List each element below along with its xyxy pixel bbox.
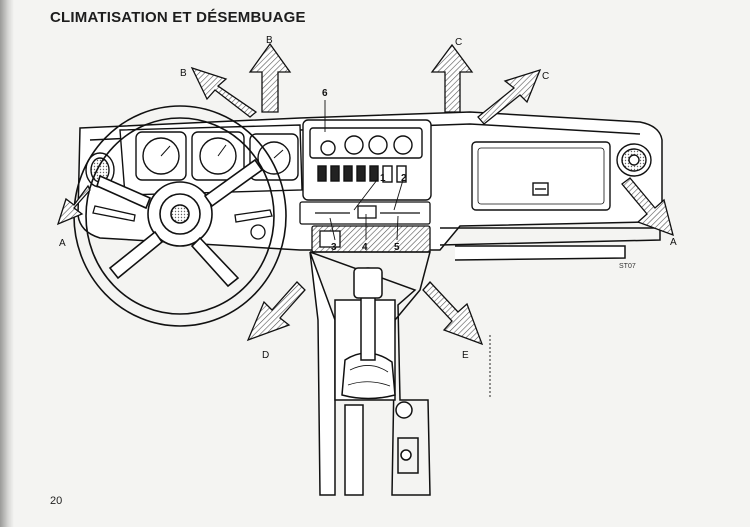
arrow-e: [422, 281, 484, 346]
number-3: 3: [331, 242, 337, 253]
page-title: CLIMATISATION ET DÉSEMBUAGE: [50, 9, 306, 26]
label-a-left: A: [59, 238, 66, 249]
arrow-a-left: [56, 184, 91, 226]
arrow-d: [246, 281, 306, 342]
label-a-right: A: [670, 237, 677, 248]
arrow-b-top: [248, 42, 292, 113]
page-number: 20: [50, 495, 63, 507]
number-4: 4: [362, 242, 368, 253]
figure-reference-code: ST07: [619, 263, 636, 270]
arrow-c-right: [477, 68, 542, 125]
arrow-c-top: [430, 43, 474, 113]
arrow-a-right: [621, 177, 674, 237]
number-1: 1: [380, 173, 386, 184]
right-side-vent: [616, 143, 652, 177]
glovebox: [471, 141, 611, 211]
label-d: D: [262, 350, 269, 361]
center-gauge-panel: [302, 119, 432, 201]
label-e: E: [462, 350, 469, 361]
center-console: [309, 251, 431, 496]
number-6: 6: [322, 88, 328, 99]
label-c-right: C: [542, 71, 549, 82]
callout-leaders: [324, 100, 491, 398]
airflow-labels: B B C C A A D E: [59, 35, 677, 361]
number-5: 5: [394, 242, 400, 253]
page-binding-shadow: [0, 0, 14, 527]
airflow-arrows: [56, 42, 674, 346]
label-b-top: B: [266, 35, 273, 46]
instrument-cluster: [119, 124, 303, 196]
steering-column: [92, 205, 273, 240]
control-number-labels: 6 1 2 3 4 5: [322, 88, 407, 253]
arrow-b-left: [190, 66, 258, 118]
label-c-top: C: [455, 37, 462, 48]
number-2: 2: [401, 173, 407, 184]
label-b-left: B: [180, 68, 187, 79]
